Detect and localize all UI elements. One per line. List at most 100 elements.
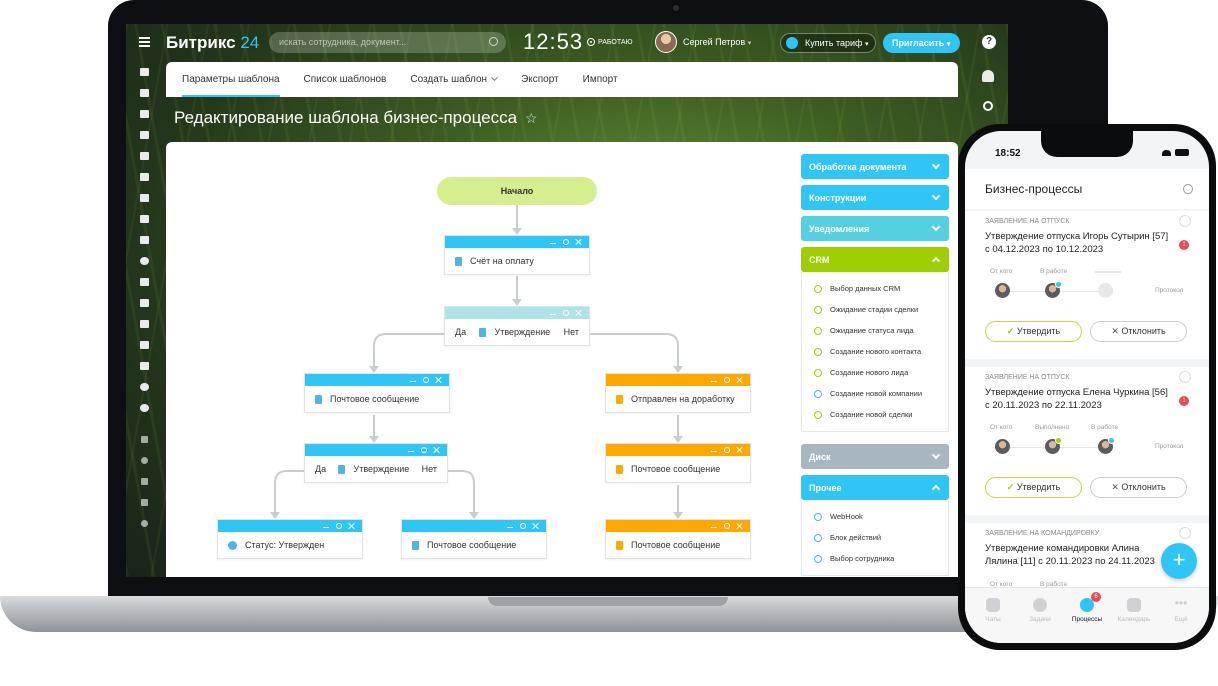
bank-icon[interactable] [140, 362, 149, 370]
close-icon[interactable] [433, 447, 440, 453]
close-icon[interactable] [435, 377, 442, 383]
list-item[interactable]: Создание новой сделки [802, 404, 948, 425]
list-item[interactable]: Блок действий [802, 527, 948, 548]
minimize-icon[interactable] [408, 447, 414, 452]
gear-icon[interactable] [724, 377, 730, 383]
node-approval-2[interactable]: Да Утверждение Нет [304, 443, 448, 483]
document-icon[interactable] [140, 320, 149, 328]
window-icon[interactable] [140, 131, 149, 139]
process-icon[interactable] [140, 383, 149, 391]
building-icon[interactable] [140, 278, 149, 286]
card-title[interactable]: Утверждение отпуска Елена Чуркина [56] с… [985, 387, 1168, 411]
book-icon[interactable] [140, 173, 149, 181]
gear-icon[interactable] [141, 457, 148, 464]
group-disk[interactable]: Диск [801, 444, 949, 469]
avatar[interactable] [655, 31, 677, 53]
node-mail-4[interactable]: Почтовое сообщение [605, 519, 751, 559]
clock-icon[interactable] [140, 257, 149, 265]
approve-button[interactable]: Утвердить [985, 477, 1082, 498]
close-icon[interactable] [532, 523, 539, 529]
decline-button[interactable]: Отклонить [1090, 321, 1187, 342]
node-mail-1[interactable]: Почтовое сообщение [304, 373, 450, 413]
add-button[interactable]: + [1161, 543, 1197, 579]
buy-tariff-button[interactable]: Купить тариф ▾ [780, 33, 876, 53]
sitemap-icon[interactable] [141, 436, 148, 443]
headset-icon[interactable] [1183, 184, 1193, 194]
close-icon[interactable] [575, 239, 582, 245]
nav-more[interactable]: •••Ещё [1174, 596, 1188, 623]
nav-tasks[interactable]: Задачи [1016, 598, 1064, 623]
node-invoice[interactable]: Счёт на оплату [444, 235, 590, 275]
minimize-icon[interactable] [711, 523, 717, 528]
gear-icon[interactable] [563, 239, 569, 245]
gear-icon[interactable] [563, 310, 569, 316]
cart-icon[interactable] [140, 194, 149, 202]
gear-icon[interactable] [336, 523, 342, 529]
tab-template-params[interactable]: Параметры шаблона [182, 62, 280, 97]
tab-export[interactable]: Экспорт [521, 74, 559, 85]
video-icon[interactable] [140, 341, 149, 349]
tab-create-template[interactable]: Создать шаблон [410, 62, 499, 97]
star-icon[interactable]: ☆ [525, 110, 538, 126]
start-node[interactable]: Начало [437, 177, 597, 205]
gear-icon[interactable] [421, 447, 427, 453]
feed-icon[interactable] [140, 68, 149, 76]
minimize-icon[interactable] [711, 447, 717, 452]
nav-calendar[interactable]: Календарь [1110, 598, 1158, 623]
nav-chats[interactable]: Чаты [969, 598, 1017, 623]
minimize-icon[interactable] [323, 523, 329, 528]
card-title[interactable]: Утверждение отпуска Игорь Сутырин [57] с… [985, 231, 1169, 255]
image-icon[interactable] [140, 299, 149, 307]
close-icon[interactable] [736, 377, 743, 383]
minimize-icon[interactable] [507, 523, 513, 528]
select-circle[interactable] [1179, 371, 1191, 383]
user-name[interactable]: Сергей Петров ▾ [683, 37, 752, 47]
monitor-icon[interactable] [141, 499, 148, 506]
gear-icon[interactable] [423, 377, 429, 383]
list-item[interactable]: Создание нового лида [802, 362, 948, 383]
minimize-icon[interactable] [550, 310, 556, 315]
bell-icon[interactable] [982, 70, 994, 82]
protocol-link[interactable]: Протокол [1155, 443, 1184, 450]
work-status[interactable]: РАБОТАЮ [587, 38, 633, 46]
select-circle[interactable] [1179, 215, 1191, 227]
tab-import[interactable]: Импорт [582, 74, 618, 85]
minimize-icon[interactable] [410, 377, 416, 382]
logo[interactable]: Битрикс 24 [166, 33, 260, 52]
node-mail-3[interactable]: Почтовое сообщение [401, 519, 547, 559]
close-icon[interactable] [736, 447, 743, 453]
approve-button[interactable]: Утвердить [985, 321, 1082, 342]
grid-icon[interactable] [140, 110, 149, 118]
group-other[interactable]: Прочее [801, 475, 949, 500]
group-constructs[interactable]: Конструкции [801, 185, 949, 210]
gear-icon[interactable] [520, 523, 526, 529]
card-title[interactable]: Утверждение командировки Алина Лялина [1… [985, 543, 1155, 567]
select-circle[interactable] [1179, 527, 1191, 539]
store-icon[interactable] [140, 404, 149, 412]
group-doc-processing[interactable]: Обработка документа [801, 154, 949, 179]
minimize-icon[interactable] [711, 377, 717, 382]
close-icon[interactable] [348, 523, 355, 529]
close-icon[interactable] [736, 523, 743, 529]
node-revise[interactable]: Отправлен на доработку [605, 373, 751, 413]
gear-icon[interactable] [724, 447, 730, 453]
code-icon[interactable] [140, 215, 149, 223]
node-status[interactable]: Статус: Утвержден [217, 519, 363, 559]
invite-button[interactable]: Пригласить ▾ [883, 33, 960, 53]
process-card[interactable]: ЗАЯВЛЕНИЕ НА ОТПУСК Утверждение отпуска … [965, 211, 1209, 359]
list-item[interactable]: Ожидание статуса лида [802, 320, 948, 341]
gear-icon[interactable] [724, 523, 730, 529]
node-mail-2[interactable]: Почтовое сообщение [605, 443, 751, 483]
phone-icon[interactable] [141, 478, 148, 485]
group-crm[interactable]: CRM [801, 247, 949, 272]
search-icon[interactable] [983, 101, 993, 111]
list-item[interactable]: Создание нового контакта [802, 341, 948, 362]
list-item[interactable]: Выбор сотрудника [802, 548, 948, 569]
list-item[interactable]: Выбор данных CRM [802, 278, 948, 299]
plus-icon[interactable] [141, 520, 148, 527]
node-approval-1[interactable]: Да Утверждение Нет [444, 306, 590, 346]
minimize-icon[interactable] [550, 239, 556, 244]
search-input[interactable]: искать сотрудника, документ... [269, 32, 506, 53]
chart-icon[interactable] [140, 152, 149, 160]
